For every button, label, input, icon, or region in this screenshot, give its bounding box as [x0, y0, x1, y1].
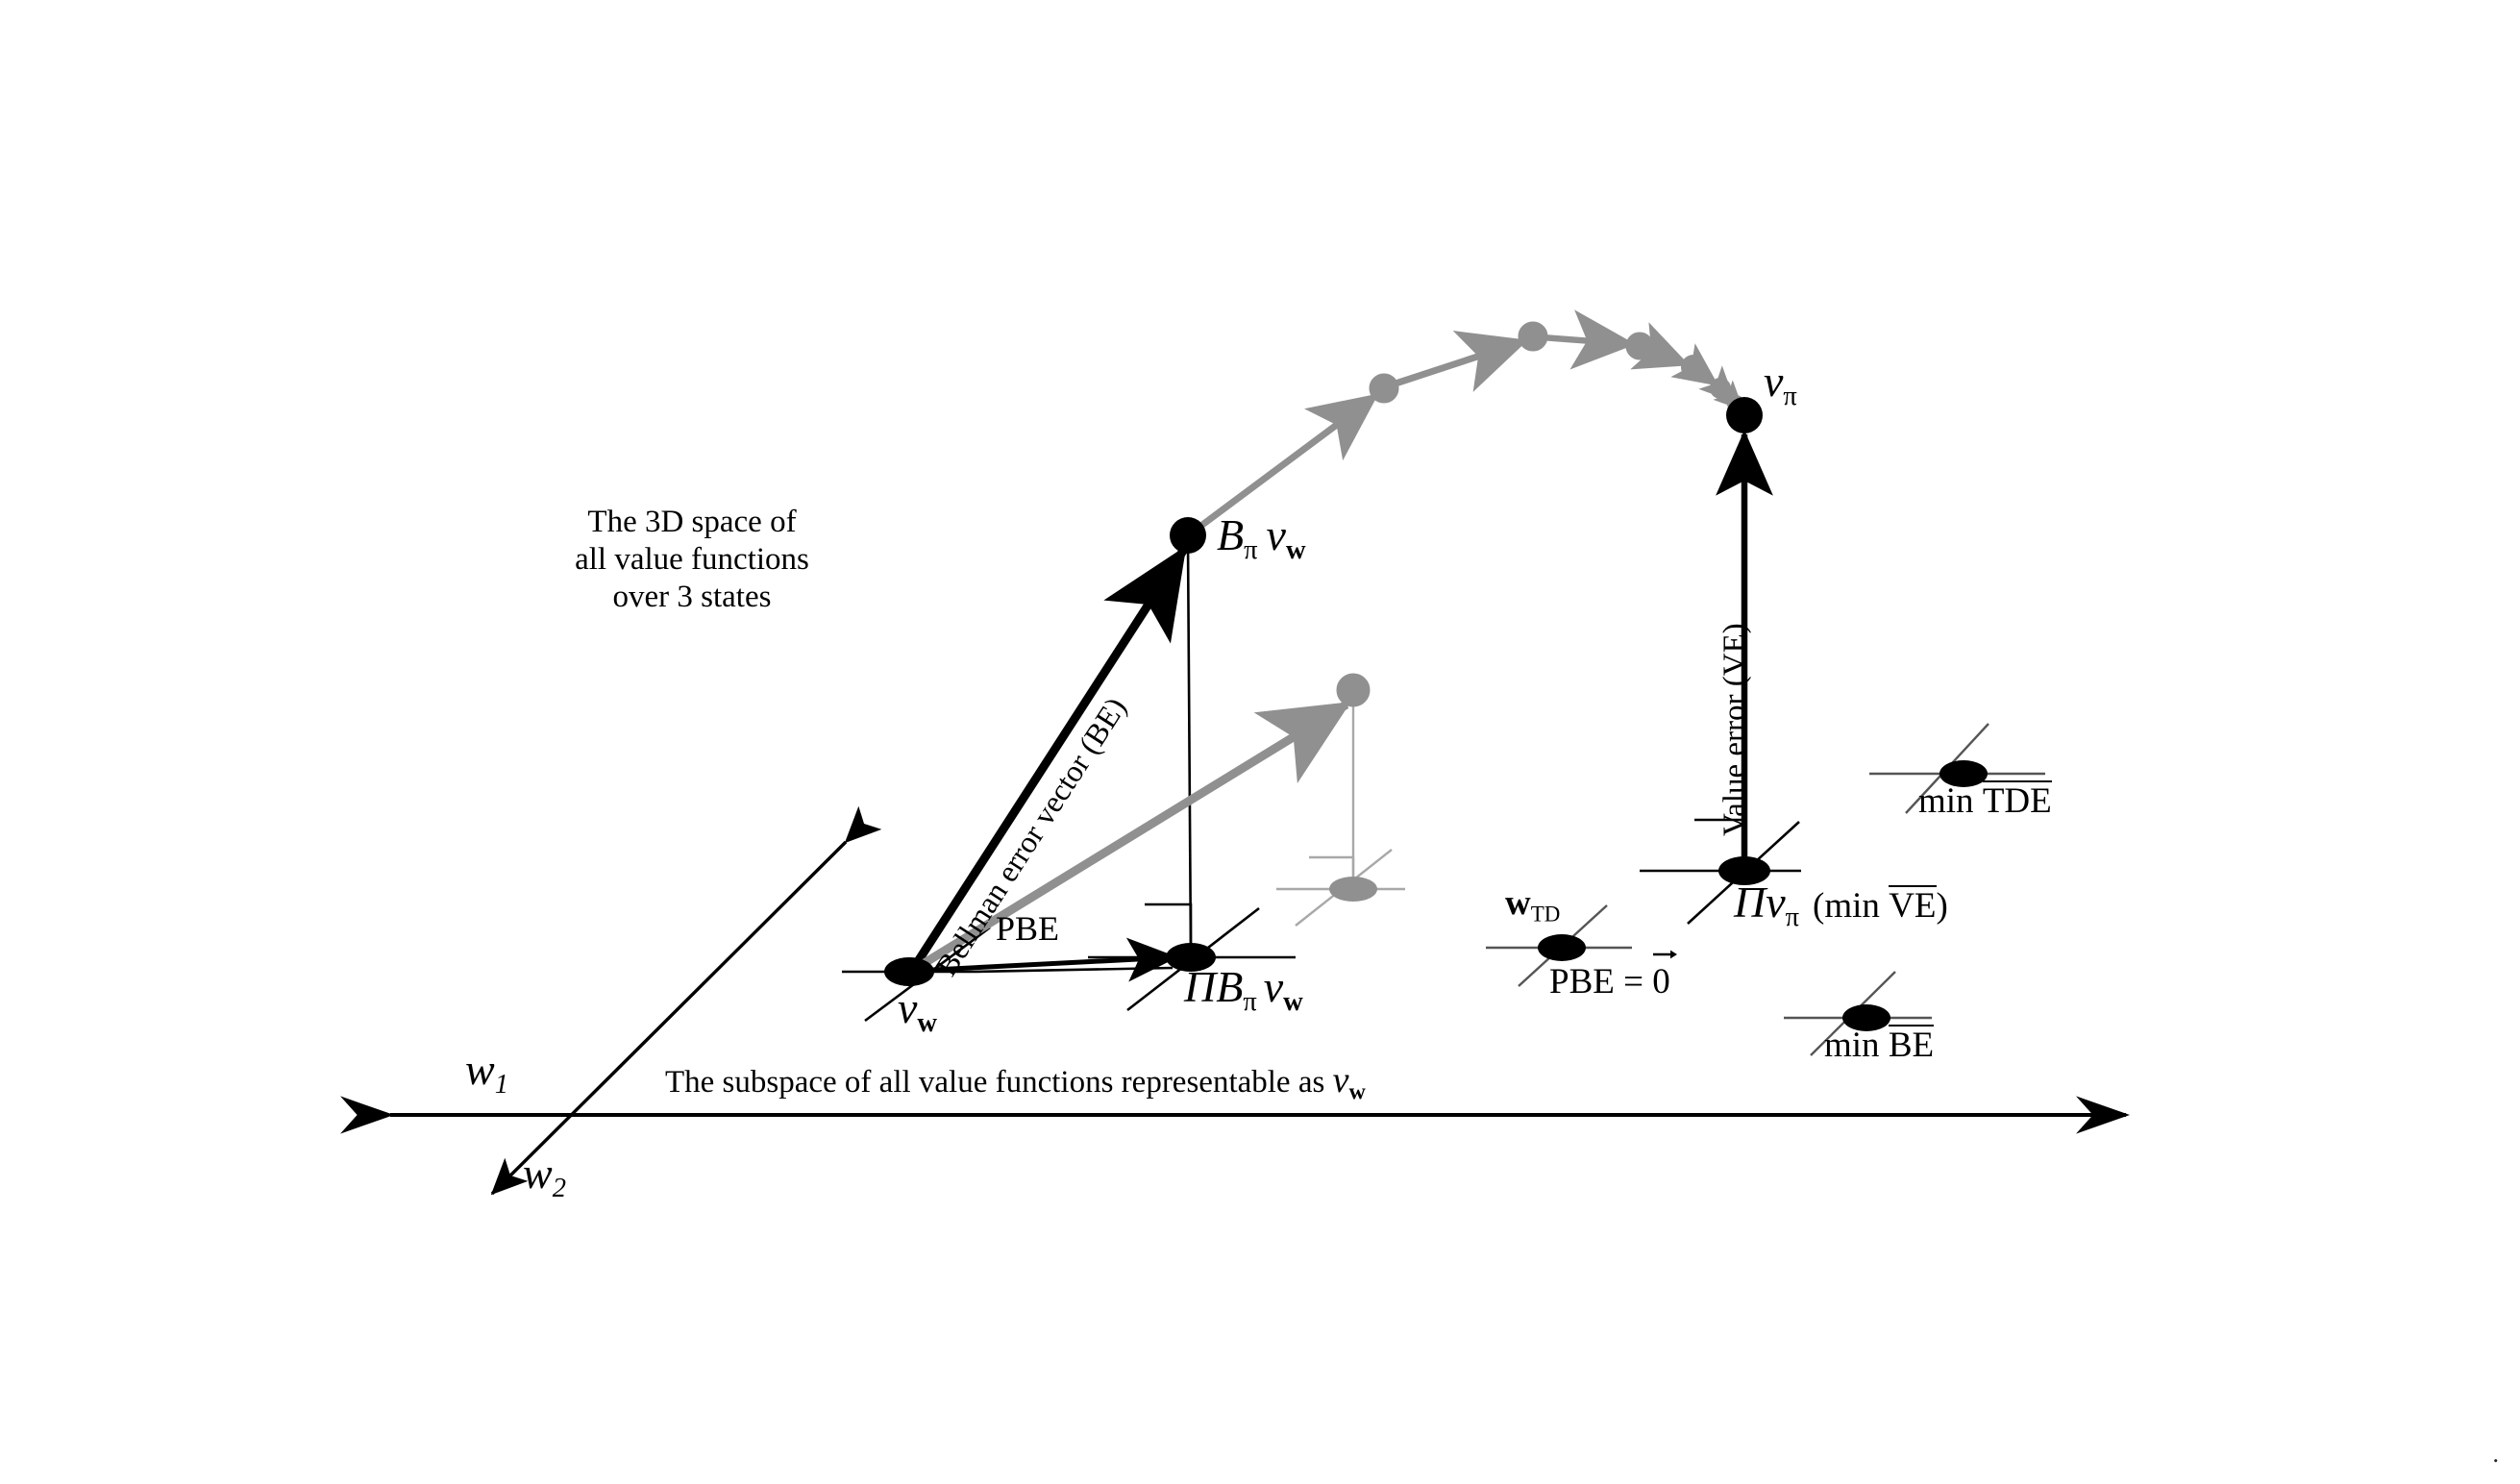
pi-b-symbol: ΠB — [1184, 962, 1244, 1011]
pi-v-pi-min: min — [1824, 886, 1890, 926]
value-error-label: Value error (VE) — [1717, 623, 1754, 836]
w-td-marker — [1538, 934, 1586, 961]
v-pi-subscript: π — [1783, 382, 1797, 412]
footer-mark: . — [2492, 1440, 2500, 1468]
vector-arrow-icon — [1653, 950, 1678, 959]
gray-bellman-error-vector — [912, 694, 1355, 973]
pbe-label-text: PBE — [996, 909, 1060, 948]
w2-axis-label: w2 — [523, 1148, 566, 1205]
w1-subscript: 1 — [494, 1070, 508, 1101]
bellman-error-vector — [911, 545, 1187, 969]
v-pi-symbol: v — [1764, 357, 1784, 406]
min-be-marker — [1842, 1004, 1890, 1031]
b-symbol: B — [1217, 510, 1245, 559]
min-be-min: min — [1824, 1026, 1889, 1065]
space-blurb-line1: The 3D space of — [587, 505, 797, 539]
v-pi-label: vπ — [1764, 356, 1797, 413]
subspace-caption-symbol: v — [1332, 1060, 1349, 1101]
pi-v-pi-overline-ve: VE — [1889, 885, 1937, 926]
gray-learning-trajectory — [1192, 309, 1749, 707]
pbe-zero-label: PBE = 0 — [1549, 950, 1678, 1003]
b-pi-v-w-marker — [1170, 517, 1206, 554]
w-td-label: wTD — [1505, 882, 1560, 927]
w-td-subscript: TD — [1530, 902, 1561, 927]
min-be-overline: BE — [1888, 1025, 1935, 1065]
space-blurb-line2: all value functions — [575, 541, 809, 577]
v-w-subscript: w — [917, 1008, 938, 1039]
pbe-vector — [914, 937, 1178, 982]
pi-v-pi-subscript: π — [1785, 903, 1800, 933]
space-blurb-line3: over 3 states — [612, 579, 772, 614]
pi-v-pi-paren-open: ( — [1813, 886, 1825, 926]
zero-vector: 0 — [1652, 950, 1678, 1003]
pi-v-pi-paren-close: ) — [1936, 886, 1948, 926]
pi-b-pi-subscript: π — [1243, 987, 1257, 1018]
w1-axis-label: w1 — [465, 1044, 508, 1101]
zero-vector-digit: 0 — [1652, 962, 1670, 1002]
subspace-caption-text: The subspace of all value functions repr… — [665, 1065, 1333, 1100]
subspace-caption: The subspace of all value functions repr… — [665, 1059, 1366, 1106]
min-be-label: min BE — [1824, 1025, 1935, 1067]
pi-b-v-symbol: v — [1263, 962, 1284, 1011]
b-pi-subscript: π — [1244, 535, 1258, 566]
subspace-caption-subscript: w — [1348, 1079, 1366, 1105]
min-tde-min: min — [1918, 781, 1983, 821]
pi-b-v-subscript: w — [1283, 987, 1303, 1018]
v-pi-marker — [1726, 397, 1763, 433]
v-w-symbol: v — [898, 983, 918, 1032]
min-tde-overline: TDE — [1982, 780, 2052, 821]
pbe-label: PBE — [996, 908, 1059, 949]
w2-subscript: 2 — [552, 1174, 566, 1204]
w2-axis — [490, 805, 882, 1196]
min-tde-marker — [1939, 760, 1988, 787]
point-markers — [884, 397, 1988, 1031]
pi-b-pi-v-w-marker — [1166, 943, 1216, 972]
w2-symbol: w — [523, 1149, 553, 1198]
w1-symbol: w — [465, 1045, 495, 1094]
pi-v-pi-symbol: Πv — [1734, 878, 1786, 927]
value-error-label-text: Value error (VE) — [1717, 623, 1752, 836]
v-w-label: vw — [898, 982, 937, 1040]
b-v-subscript: w — [1285, 535, 1306, 566]
pi-v-pi-marker — [1718, 856, 1770, 885]
v-w-marker — [884, 957, 934, 986]
pbe-zero-text: PBE = — [1549, 962, 1653, 1002]
min-tde-label: min TDE — [1918, 780, 2052, 823]
b-v-symbol: v — [1266, 510, 1286, 559]
gray-projection-marker — [1329, 877, 1377, 902]
pi-v-pi-label: Πvπ (min VE) — [1734, 877, 1948, 934]
w-td-symbol: w — [1505, 883, 1531, 923]
drop-line-b-to-projection — [1186, 539, 1193, 954]
space-blurb: The 3D space of all value functions over… — [538, 504, 846, 616]
